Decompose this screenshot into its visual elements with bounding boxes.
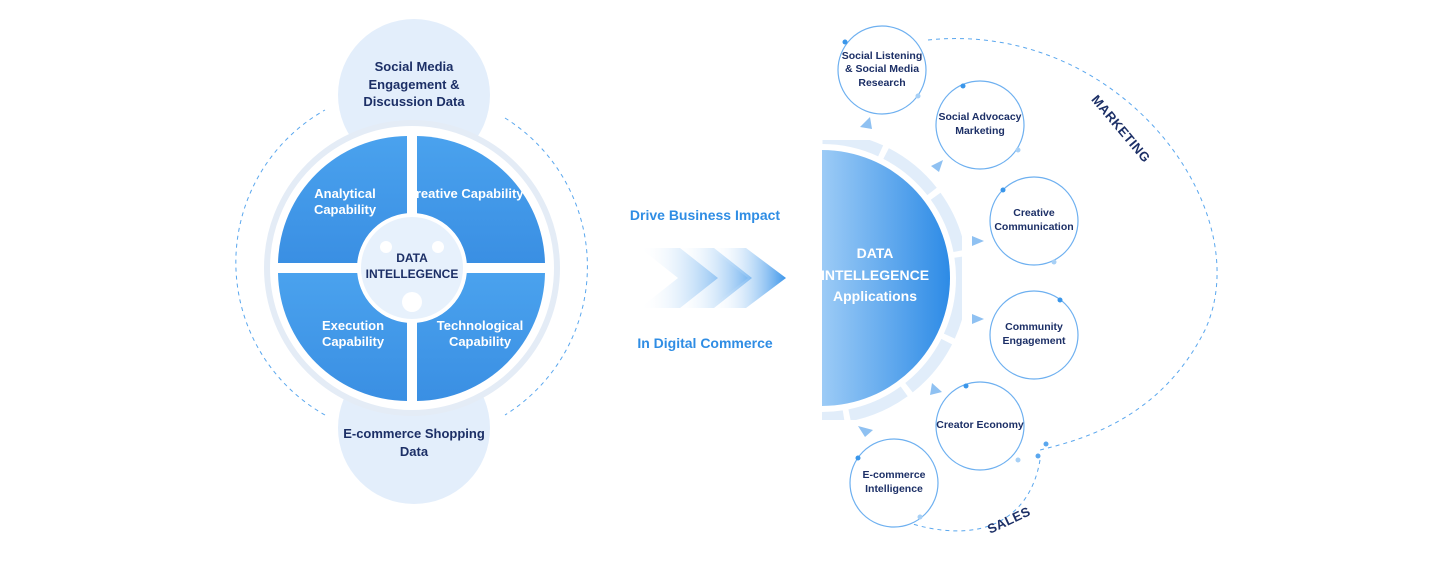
applications-half-circle (822, 150, 950, 406)
application-nodes (837, 25, 1079, 528)
application-label: Creative Communication (994, 207, 1074, 233)
left-dashed-ring (235, 109, 326, 416)
analytical-capability-label: Analytical Capability (313, 186, 377, 218)
application-node: Creative Communication (990, 177, 1078, 265)
node-arrows (858, 117, 984, 437)
technological-capability-label: Technological Capability (436, 318, 524, 350)
data-intelligence-hub-label: DATA INTELLEGENCE (365, 251, 459, 281)
application-node: Social Advocacy Marketing (936, 81, 1024, 169)
application-label: E-commerce Intelligence (862, 469, 926, 495)
application-label: Creator Economy (936, 419, 1024, 432)
digital-commerce-label: In Digital Commerce (637, 335, 773, 351)
right-dashed-ring (504, 117, 588, 416)
execution-capability-label: Execution Capability (321, 318, 385, 350)
drive-impact-label: Drive Business Impact (629, 207, 781, 223)
marketing-arc (927, 38, 1218, 451)
hub-dot-bottom (402, 292, 422, 312)
flow-chevrons (640, 248, 786, 308)
node-dots (842, 39, 1063, 461)
social-data-label: Social Media Engagement & Discussion Dat… (363, 59, 465, 110)
arc-marker (1035, 453, 1041, 459)
application-node: Community Engagement (990, 291, 1078, 379)
creative-capability-label: Creative Capability (406, 186, 524, 201)
application-label: Social Listening & Social Media Research (841, 49, 923, 89)
hub-dot-right (432, 241, 444, 253)
application-node: E-commerce Intelligence (850, 439, 938, 527)
node-dots-light (915, 93, 1057, 520)
ecommerce-data-label: E-commerce Shopping Data (343, 426, 485, 459)
application-label: Social Advocacy Marketing (938, 111, 1022, 137)
application-label: Community Engagement (1002, 321, 1066, 347)
hub-dot-left (380, 241, 392, 253)
arc-marker (1043, 441, 1049, 447)
application-node: Creator Economy (936, 382, 1024, 470)
application-node: Social Listening & Social Media Research (838, 26, 926, 114)
applications-title: DATA INTELLEGENCE Applications (820, 245, 930, 305)
